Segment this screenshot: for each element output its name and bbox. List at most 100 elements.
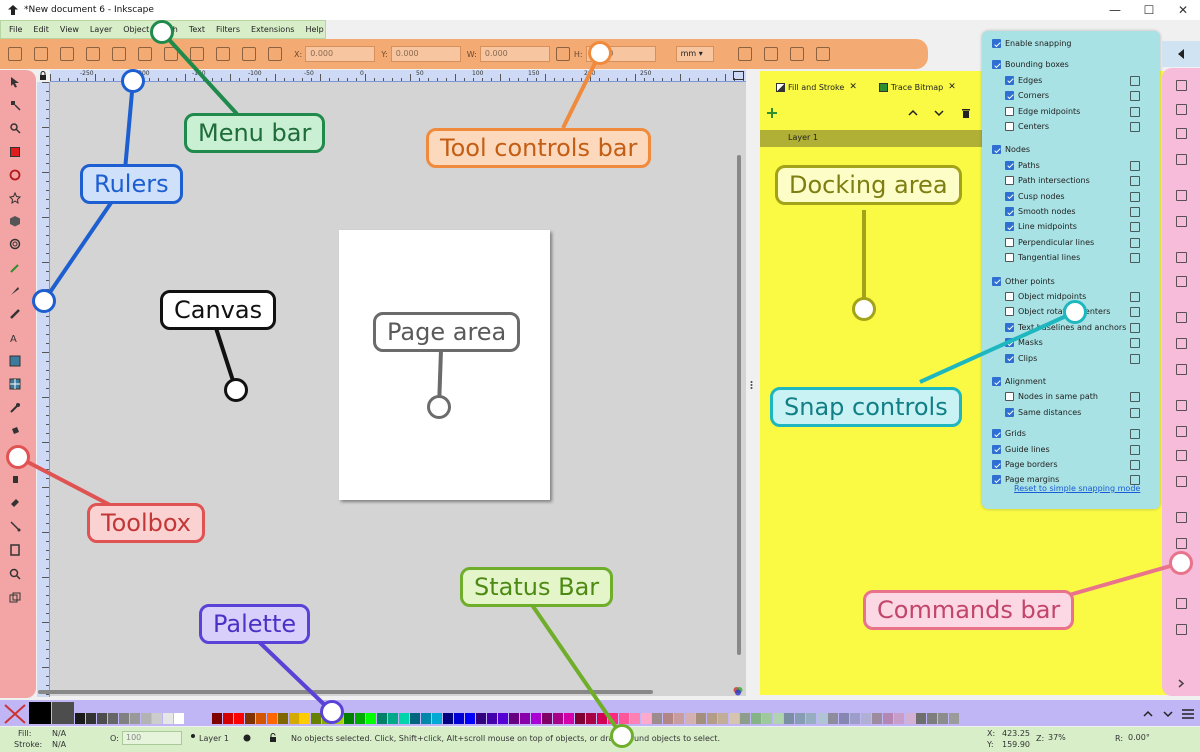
ruler-lock-icon[interactable] bbox=[38, 71, 48, 81]
palette-swatch[interactable] bbox=[97, 713, 107, 724]
palette-swatch[interactable] bbox=[630, 713, 640, 724]
snap-option[interactable]: Centers bbox=[1005, 122, 1049, 131]
scale-stroke-icon[interactable] bbox=[737, 47, 752, 61]
menu-extensions[interactable]: Extensions bbox=[251, 25, 295, 34]
palette-swatch[interactable] bbox=[751, 713, 761, 724]
palette-swatch[interactable] bbox=[729, 713, 739, 724]
duplicate-icon[interactable] bbox=[1176, 512, 1187, 523]
move-layer-down-icon[interactable] bbox=[934, 108, 944, 118]
palette-swatch[interactable] bbox=[267, 713, 277, 724]
palette-swatch[interactable] bbox=[806, 713, 816, 724]
palette-swatch[interactable] bbox=[152, 713, 162, 724]
snap-checkbox[interactable] bbox=[1005, 338, 1014, 348]
palette-swatch[interactable] bbox=[773, 713, 783, 724]
palette-swatch[interactable] bbox=[740, 713, 750, 724]
palette-swatch[interactable] bbox=[619, 713, 629, 724]
palette-swatch[interactable] bbox=[410, 713, 420, 724]
menu-filters[interactable]: Filters bbox=[216, 25, 240, 34]
palette-swatch[interactable] bbox=[949, 713, 959, 724]
snap-checkbox[interactable] bbox=[1005, 91, 1014, 101]
star-tool-icon[interactable] bbox=[9, 192, 21, 204]
snap-option[interactable]: Smooth nodes bbox=[1005, 207, 1076, 216]
zoom-page-icon[interactable] bbox=[1176, 450, 1187, 461]
palette-swatch[interactable] bbox=[839, 713, 849, 724]
minimize-button[interactable]: — bbox=[1109, 3, 1121, 17]
zoom-input[interactable]: 37% bbox=[1048, 733, 1066, 742]
eraser-tool-icon[interactable] bbox=[9, 496, 21, 508]
text-tool-icon[interactable]: A bbox=[9, 332, 21, 344]
snap-checkbox[interactable] bbox=[1005, 207, 1014, 216]
palette-swatch[interactable] bbox=[278, 713, 288, 724]
snap-checkbox[interactable] bbox=[1005, 160, 1014, 170]
palette-swatch[interactable] bbox=[608, 713, 618, 724]
palette-swatch[interactable] bbox=[828, 713, 838, 724]
save-icon[interactable] bbox=[1176, 128, 1187, 139]
copy-icon[interactable] bbox=[1176, 312, 1187, 323]
palette-swatch[interactable] bbox=[861, 713, 871, 724]
snap-option[interactable]: Masks bbox=[1005, 338, 1043, 348]
snap-checkbox[interactable] bbox=[992, 460, 1001, 469]
snap-option[interactable]: Line midpoints bbox=[1005, 222, 1077, 232]
palette-swatch[interactable] bbox=[509, 713, 519, 724]
raise-to-top-icon[interactable] bbox=[190, 47, 204, 61]
pen-tool-icon[interactable] bbox=[9, 285, 21, 297]
snap-option[interactable]: Same distances bbox=[1005, 407, 1081, 417]
3d-box-tool-icon[interactable] bbox=[9, 215, 21, 227]
snap-option[interactable]: Paths bbox=[1005, 160, 1040, 170]
selector-tool-icon[interactable] bbox=[9, 76, 21, 88]
palette-swatch[interactable] bbox=[718, 713, 728, 724]
snap-option[interactable]: Object rotation centers bbox=[1005, 307, 1110, 317]
dock-toggle[interactable] bbox=[1162, 41, 1200, 67]
snap-checkbox[interactable] bbox=[992, 429, 1001, 439]
palette-swatch[interactable] bbox=[344, 713, 354, 724]
palette-swatch[interactable] bbox=[938, 713, 948, 724]
zoom-tool-icon[interactable] bbox=[9, 568, 21, 580]
tab-fill-and-stroke[interactable]: Fill and Stroke ✕ bbox=[770, 82, 863, 92]
maximize-button[interactable]: ☐ bbox=[1143, 3, 1155, 17]
palette-swatch[interactable] bbox=[674, 713, 684, 724]
palette-swatch[interactable] bbox=[850, 713, 860, 724]
snap-option[interactable]: Nodes in same path bbox=[1005, 392, 1098, 402]
move-layer-up-icon[interactable] bbox=[908, 108, 918, 118]
snap-checkbox[interactable] bbox=[992, 377, 1001, 386]
dock-resize-handle[interactable] bbox=[750, 380, 753, 390]
menu-view[interactable]: View bbox=[59, 25, 79, 34]
connector-tool-icon[interactable] bbox=[9, 520, 21, 532]
ellipse-tool-icon[interactable] bbox=[9, 169, 21, 181]
palette-swatch[interactable] bbox=[894, 713, 904, 724]
palette-swatch[interactable] bbox=[377, 713, 387, 724]
snap-checkbox[interactable] bbox=[1005, 222, 1014, 232]
ungroup-icon[interactable] bbox=[1176, 624, 1187, 635]
cut-icon[interactable] bbox=[1176, 338, 1187, 349]
palette-swatch[interactable] bbox=[130, 713, 140, 724]
palette-swatch[interactable] bbox=[119, 713, 129, 724]
palette-swatch[interactable] bbox=[366, 713, 376, 724]
rectangle-tool-icon[interactable] bbox=[9, 146, 21, 158]
palette-swatch[interactable] bbox=[663, 713, 673, 724]
more-chevron-icon[interactable] bbox=[1176, 678, 1187, 689]
palette-swatch[interactable] bbox=[108, 713, 118, 724]
palette-swatch[interactable] bbox=[531, 713, 541, 724]
palette-swatch[interactable] bbox=[234, 713, 244, 724]
snap-option[interactable]: Perpendicular lines bbox=[1005, 237, 1094, 247]
palette-swatch[interactable] bbox=[762, 713, 772, 724]
paste-icon[interactable] bbox=[1176, 364, 1187, 375]
menu-file[interactable]: File bbox=[9, 25, 23, 34]
reset-snapping-link[interactable]: Reset to simple snapping mode bbox=[1014, 484, 1141, 493]
snap-option[interactable]: Alignment bbox=[992, 377, 1046, 386]
snap-checkbox[interactable] bbox=[1005, 75, 1014, 85]
palette-swatch[interactable] bbox=[652, 713, 662, 724]
measure-tool-icon[interactable] bbox=[9, 592, 21, 604]
snap-option[interactable]: Path intersections bbox=[1005, 176, 1090, 186]
palette-swatch[interactable] bbox=[300, 713, 310, 724]
move-patterns-icon[interactable] bbox=[815, 47, 830, 61]
fill-value[interactable]: N/A bbox=[52, 729, 67, 738]
print-icon[interactable] bbox=[1176, 154, 1187, 165]
palette-swatch[interactable] bbox=[553, 713, 563, 724]
no-paint-swatch[interactable] bbox=[3, 703, 27, 725]
snap-option[interactable]: Guide lines bbox=[992, 444, 1050, 454]
palette-swatch[interactable] bbox=[29, 702, 51, 724]
snap-checkbox[interactable] bbox=[992, 444, 1001, 454]
close-button[interactable]: ✕ bbox=[1177, 3, 1189, 17]
close-tab-icon[interactable]: ✕ bbox=[849, 82, 857, 92]
